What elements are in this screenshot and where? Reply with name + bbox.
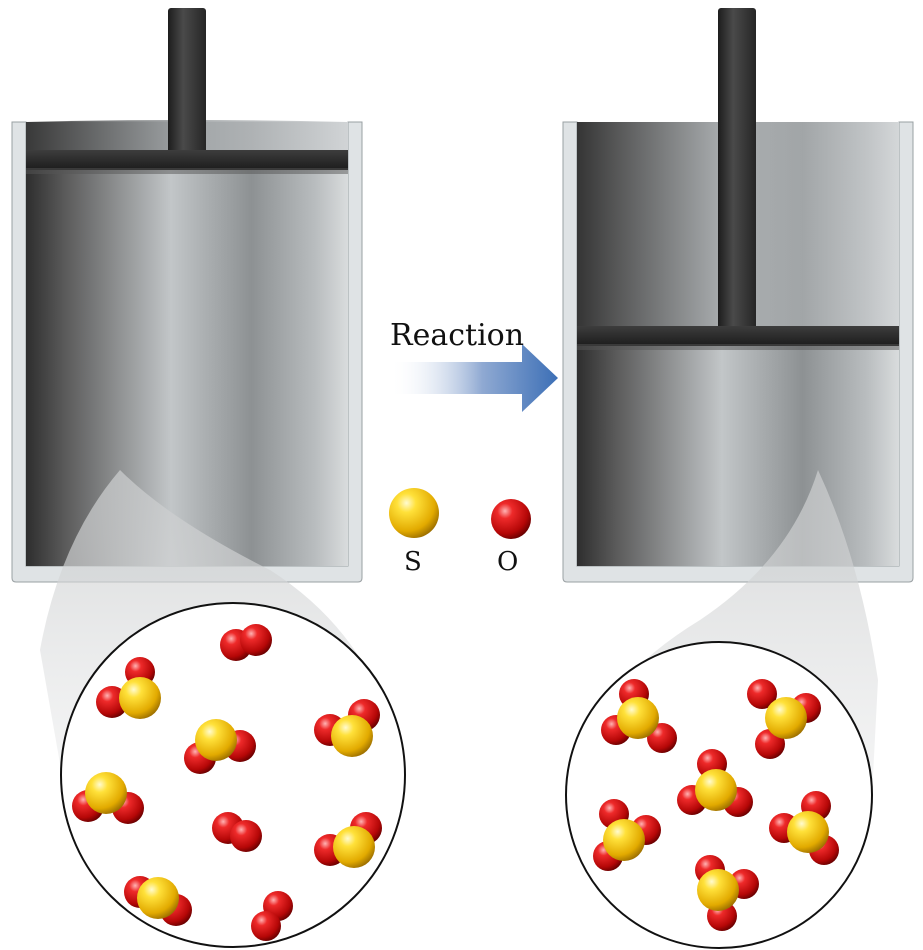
piston-rod-left [168, 8, 206, 154]
sulfur-atom [695, 769, 737, 811]
sulfur-atom [765, 697, 807, 739]
so3-molecule [677, 749, 753, 817]
o2-molecule [212, 812, 262, 852]
sulfur-atom [697, 869, 739, 911]
so2-molecule [124, 876, 192, 926]
reaction-label: Reaction [390, 318, 525, 353]
so3-molecule [695, 855, 759, 931]
sulfur-atom [787, 811, 829, 853]
piston-plate-right [577, 326, 899, 346]
sulfur-atom [333, 826, 375, 868]
sulfur-atom [137, 877, 179, 919]
so2-molecule [184, 719, 256, 774]
piston-rod-right [718, 8, 756, 330]
o2-molecule [220, 624, 272, 661]
so3-molecule [769, 791, 839, 865]
legend-oxygen-atom [491, 499, 531, 539]
reaction-arrow [390, 344, 558, 412]
sulfur-atom [603, 819, 645, 861]
legend-sulfur-atom [389, 488, 439, 538]
sulfur-atom [85, 772, 127, 814]
right-cylinder [562, 8, 914, 583]
so3-molecule [593, 799, 661, 871]
sulfur-atom [331, 715, 373, 757]
oxygen-atom [230, 820, 262, 852]
molecules-before [72, 624, 382, 941]
legend-sulfur-label: S [404, 547, 422, 577]
oxygen-atom [747, 679, 777, 709]
so2-molecule [72, 772, 144, 824]
so3-molecule [747, 679, 821, 759]
left-cylinder [11, 8, 363, 583]
legend-oxygen-label: O [497, 547, 519, 577]
so3-molecule [601, 679, 677, 753]
molecules-after [593, 679, 839, 931]
so2-molecule [96, 657, 161, 719]
oxygen-atom [251, 911, 281, 941]
oxygen-atom [240, 624, 272, 656]
so2-molecule [314, 812, 382, 868]
sulfur-atom [119, 677, 161, 719]
o2-molecule [251, 891, 293, 941]
piston-plate-left [26, 150, 348, 170]
sulfur-atom [617, 697, 659, 739]
sulfur-atom [195, 719, 237, 761]
so2-molecule [314, 699, 380, 757]
